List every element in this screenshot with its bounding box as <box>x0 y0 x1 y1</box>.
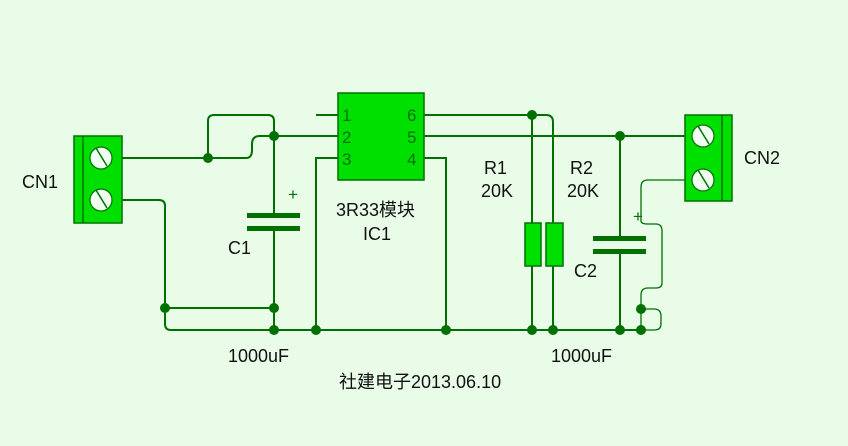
c1-polarity-mark: + <box>288 185 298 204</box>
r1-ref-label: R1 <box>484 158 507 178</box>
cn2-label: CN2 <box>744 148 780 168</box>
footer-credit: 社建电子2013.06.10 <box>339 372 501 392</box>
wire-cn2-bottom <box>640 179 685 330</box>
junction-dot <box>615 325 625 335</box>
junction-dot <box>527 325 537 335</box>
cn2-terminal-block[interactable] <box>684 114 733 202</box>
r1-value-label: 20K <box>481 181 513 201</box>
c2-polarity-mark: + <box>633 207 643 226</box>
wire-cn2-loop <box>641 308 662 331</box>
screw-icon <box>89 188 113 212</box>
junction-dot <box>636 304 646 314</box>
junction-dot <box>203 153 213 163</box>
c1-value-label: 1000uF <box>228 346 289 366</box>
r2-resistor[interactable] <box>545 222 564 267</box>
screw-icon <box>89 146 113 170</box>
ic1-pin-6: 6 <box>407 106 416 125</box>
wire-bump-left <box>208 135 274 159</box>
ic1-pin-4: 4 <box>407 150 416 169</box>
wire-pin6 <box>424 114 554 226</box>
junction-dot <box>269 325 279 335</box>
junction-dot <box>615 131 625 141</box>
c2-capacitor[interactable] <box>593 236 646 254</box>
cn1-label: CN1 <box>22 172 58 192</box>
r2-ref-label: R2 <box>570 158 593 178</box>
ic1-pin-1: 1 <box>342 106 351 125</box>
ic1-pin-3: 3 <box>342 150 351 169</box>
screw-icon <box>691 168 715 192</box>
junction-dot <box>160 303 170 313</box>
junction-dot <box>311 325 321 335</box>
ic1-pin-5: 5 <box>407 128 416 147</box>
wire-loop-top-left <box>207 114 275 158</box>
c1-capacitor[interactable] <box>247 213 300 231</box>
wire-pin4 <box>424 157 447 330</box>
junction-dot <box>548 325 558 335</box>
junction-dot <box>527 110 537 120</box>
r1-resistor[interactable] <box>524 222 542 267</box>
junction-dot <box>636 325 646 335</box>
c1-ref-label: C1 <box>228 238 251 258</box>
screw-icon <box>691 124 715 148</box>
c2-ref-label: C2 <box>574 261 597 281</box>
junction-dot <box>269 303 279 313</box>
wire-cn1-bottom <box>122 199 166 308</box>
junction-dot <box>269 131 279 141</box>
wire-pin3 <box>315 157 338 330</box>
junctions <box>160 110 646 335</box>
r2-value-label: 20K <box>567 181 599 201</box>
ic1-ref-label: IC1 <box>363 224 391 244</box>
junction-dot <box>441 325 451 335</box>
c2-value-label: 1000uF <box>551 346 612 366</box>
wire-gnd-curve <box>164 308 274 331</box>
cn1-terminal-block[interactable] <box>73 135 123 224</box>
ic1-value-label: 3R33模块 <box>336 200 415 220</box>
ic1-pin-2: 2 <box>342 128 351 147</box>
ic1-module[interactable]: 1 2 3 6 5 4 <box>337 92 425 181</box>
